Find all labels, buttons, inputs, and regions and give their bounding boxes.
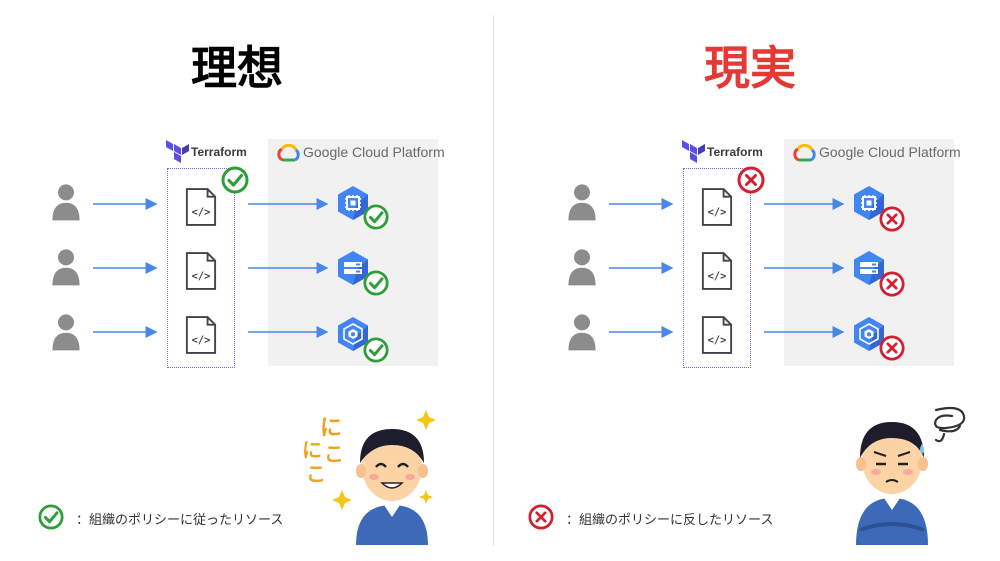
legend-ok-text: ：組織のポリシーに従ったリソース bbox=[76, 513, 284, 528]
troubled-person-illustration bbox=[856, 406, 966, 545]
cross-icon bbox=[528, 504, 554, 530]
code-file-icon bbox=[185, 187, 217, 227]
svg-text:に: に bbox=[302, 438, 322, 462]
gcp-label: Google Cloud Platform bbox=[819, 144, 961, 160]
cross-icon bbox=[879, 206, 905, 232]
check-icon bbox=[363, 204, 389, 230]
center-divider bbox=[493, 15, 494, 546]
svg-text:こ: こ bbox=[324, 442, 344, 466]
legend-ng-text: ：組織のポリシーに反したリソース bbox=[566, 513, 774, 528]
terraform-label: Terraform bbox=[191, 145, 247, 159]
right-arrows bbox=[609, 198, 845, 338]
left-arrows bbox=[93, 198, 329, 338]
svg-text:に: に bbox=[320, 416, 342, 441]
cross-icon bbox=[879, 271, 905, 297]
terraform-box bbox=[167, 168, 235, 368]
ideal-title: 理想 bbox=[191, 41, 283, 95]
code-file-icon bbox=[701, 315, 733, 355]
gcp-label: Google Cloud Platform bbox=[303, 144, 445, 160]
code-file-icon bbox=[701, 251, 733, 291]
code-file-icon bbox=[185, 315, 217, 355]
cross-icon bbox=[879, 335, 905, 361]
terraform-label: Terraform bbox=[707, 145, 763, 159]
check-icon bbox=[363, 337, 389, 363]
code-file-icon bbox=[701, 187, 733, 227]
terraform-box bbox=[683, 168, 751, 368]
smiling-person-illustration: に に こ こ bbox=[302, 410, 436, 545]
code-file-icon bbox=[185, 251, 217, 291]
check-icon bbox=[363, 270, 389, 296]
svg-text:こ: こ bbox=[306, 462, 326, 486]
reality-title: 現実 bbox=[704, 41, 796, 95]
check-icon bbox=[38, 504, 64, 530]
